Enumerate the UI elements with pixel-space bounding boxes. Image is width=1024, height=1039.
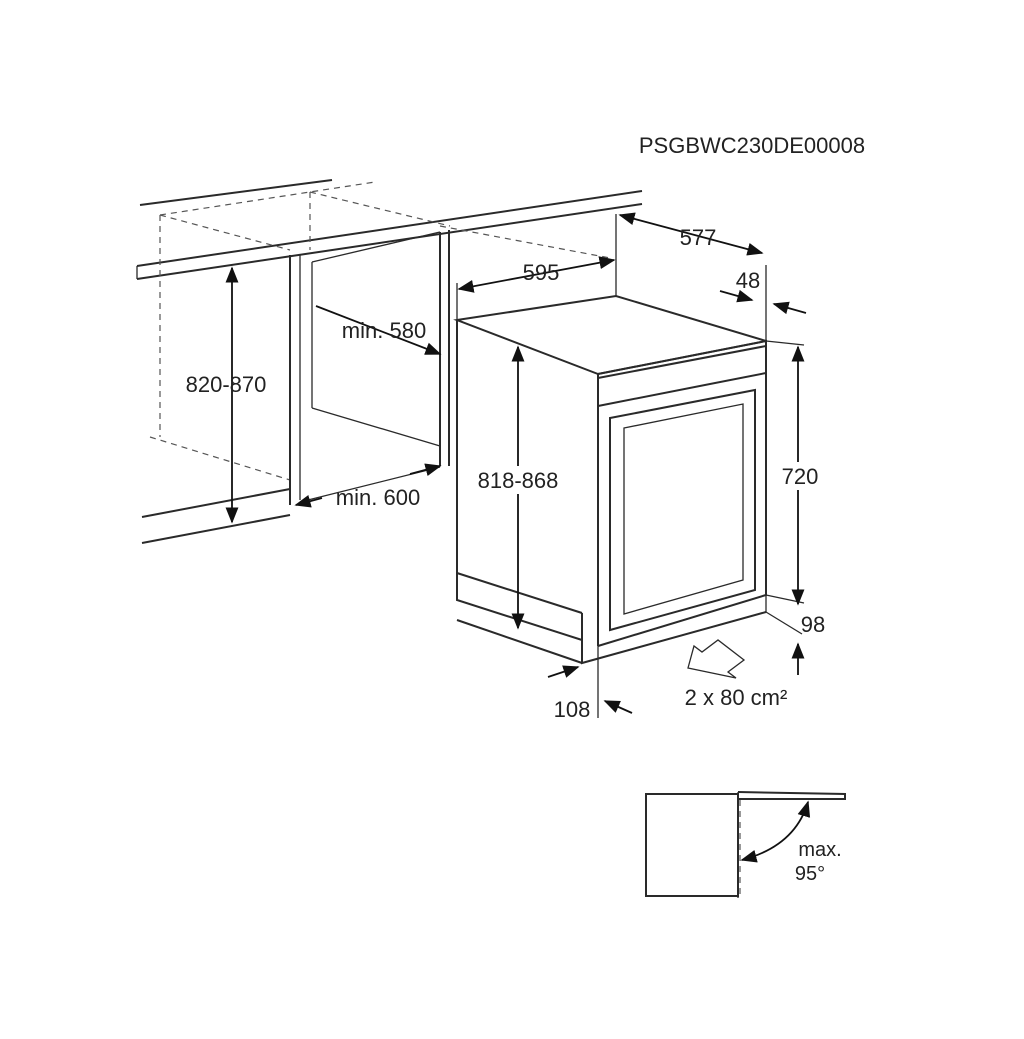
dimension-arrow-door-offset-right <box>772 301 807 315</box>
dimension-body-height: 720 <box>782 464 819 489</box>
dimension-appliance-height: 818-868 <box>478 468 559 493</box>
dimension-arrow-plinth-depth-right <box>603 700 633 714</box>
dimension-niche-depth: min. 580 <box>342 318 426 343</box>
dimension-arrow-door-offset-left <box>719 289 754 303</box>
door-angle-arc-arrow <box>740 800 811 863</box>
dimension-arrow-plinth-depth-left <box>547 665 580 678</box>
door-max-label: max. <box>798 839 841 861</box>
dimension-arrow-niche-depth <box>315 305 442 355</box>
dimension-appliance-width: 595 <box>523 260 560 285</box>
ventilation-arrow-icon <box>687 639 746 679</box>
dimension-appliance-depth: 577 <box>680 225 717 250</box>
dimension-plinth-height: 98 <box>801 612 825 637</box>
door-angle-label: 95° <box>795 863 825 885</box>
dimension-door-offset: 48 <box>736 268 760 293</box>
dimension-arrow-appliance-width <box>457 256 616 293</box>
door-opening-detail <box>645 791 846 898</box>
ventilation-label: 2 x 80 cm² <box>685 685 788 710</box>
dimension-plinth-depth: 108 <box>554 697 591 722</box>
product-code: PSGBWC230DE00008 <box>639 133 865 158</box>
dimension-arrow-niche-width-right <box>409 463 442 477</box>
wine-cooler-appliance <box>453 294 767 665</box>
dimension-niche-height: 820-870 <box>186 372 267 397</box>
dimension-niche-width: min. 600 <box>336 485 420 510</box>
dimension-arrow-appliance-depth <box>618 212 764 256</box>
dimension-arrow-niche-width-left <box>294 494 323 508</box>
